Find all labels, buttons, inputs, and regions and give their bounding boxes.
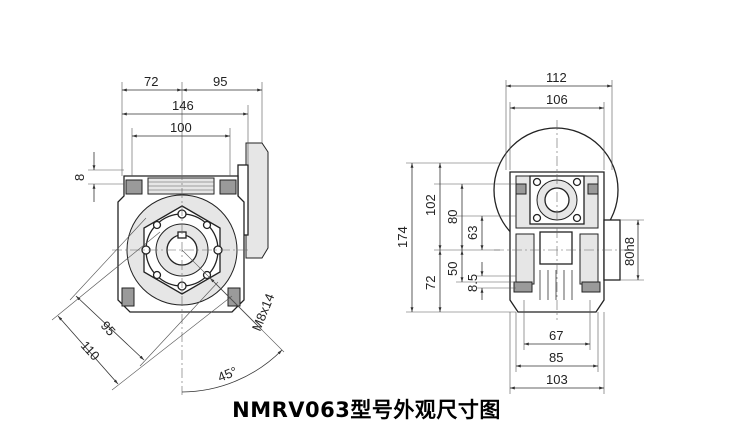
- dim-50: 50: [445, 262, 460, 276]
- cooling-fins: [539, 270, 573, 300]
- dim-67: 67: [549, 328, 563, 343]
- dim-45-deg: 45°: [216, 364, 240, 385]
- drawing-title: NMRV063型号外观尺寸图: [232, 398, 501, 422]
- dim-112: 112: [546, 70, 567, 85]
- dim-146: 146: [172, 98, 194, 113]
- dim-63: 63: [465, 226, 480, 240]
- dim-100: 100: [170, 120, 192, 135]
- motor-flange: [245, 142, 269, 259]
- dim-85: 85: [549, 350, 563, 365]
- dim-103: 103: [546, 372, 568, 387]
- dim-174: 174: [395, 226, 410, 248]
- dim-102: 102: [423, 194, 438, 216]
- front-view: 72 95 146 100 8 95 110 M8x14 45°: [51, 74, 285, 395]
- dim-95-front: 95: [213, 74, 227, 89]
- dim-80h8: 80h8: [622, 237, 637, 266]
- dim-72-side: 72: [423, 276, 438, 290]
- dim-m8x14: M8x14: [249, 291, 278, 333]
- dim-72-front: 72: [144, 74, 158, 89]
- dim-110-diag: 110: [78, 338, 103, 363]
- dim-8-5: 8.5: [465, 274, 480, 292]
- side-view: 112 106 174 102 72 80 50 63 8.5 80h8: [395, 70, 644, 394]
- dim-106: 106: [546, 92, 568, 107]
- dim-80: 80: [445, 210, 460, 224]
- dim-8-front: 8: [72, 174, 87, 181]
- dim-95-diag: 95: [98, 318, 119, 339]
